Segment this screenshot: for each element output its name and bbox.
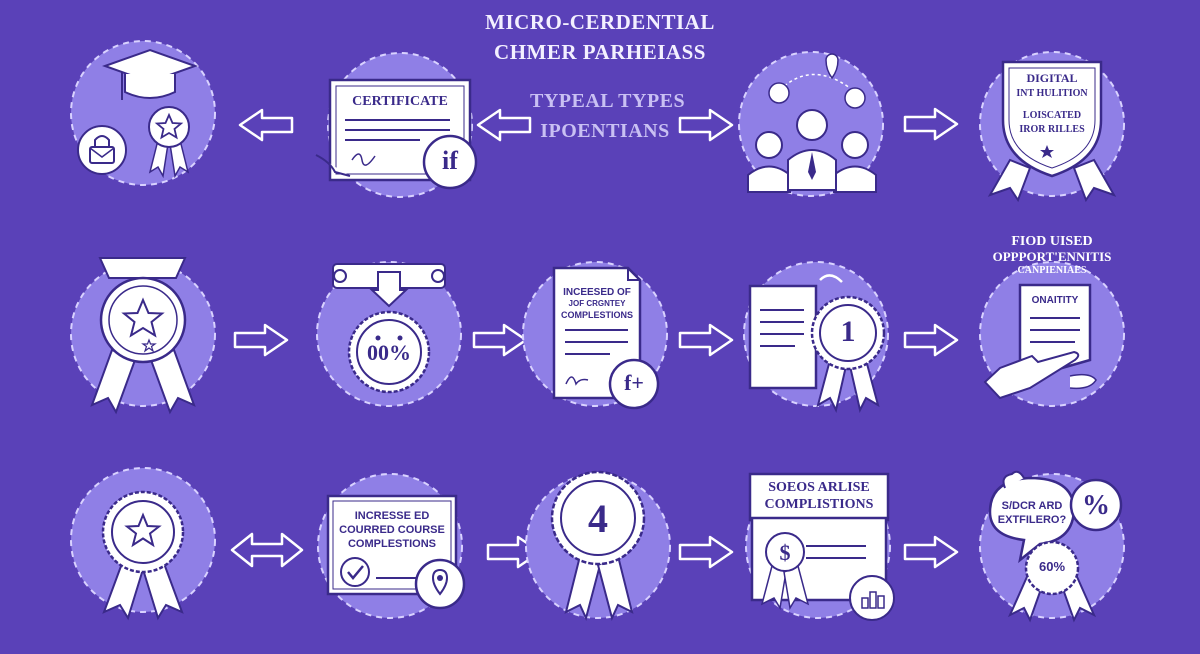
dollar-medal-icon [760,532,810,611]
course-completions-certificate-node [317,473,466,619]
certificate-title: CERTIFICATE [352,94,448,109]
course-doc-line3: COMPLESTIONS [347,538,436,550]
location-pin-icon [414,558,466,610]
medal-icon [347,310,431,394]
digital-shield-node [979,51,1125,203]
completions-doc-line1: INCEESED OF [563,287,631,298]
arrow-right [903,107,959,141]
diagram-title-line2: CHMER PARHEIASS [494,40,706,64]
middle-label-line2: IPOENTIANS [540,120,670,142]
course-doc-line2: COURRED COURSE [339,524,445,536]
opportunities-line3: CANPIENIAES [1017,265,1087,276]
certificate-badge-text: if [442,146,458,175]
completions-doc-line3: COMPLESTIONS [560,310,633,320]
diagram-title-line1: MICRO-CERDENTIAL [485,10,715,34]
double-arrow [230,532,304,568]
shield-line1: DIGITAL [1026,71,1078,85]
shield-line2: INT HULITION [1016,88,1088,99]
percent-symbol: % [1082,490,1110,521]
course-doc-line1: INCRESSE ED [354,510,430,522]
percent-medal-node [316,261,462,407]
shield-line4: IROR RILLES [1019,124,1085,135]
salary-bubble-node [979,470,1125,623]
pointing-hand-icon [983,350,1080,400]
bubble-line1: S/DCR ARD [1001,500,1063,512]
star-rosette-node [70,467,216,621]
opportunities-line1: FIOD UISED [1011,234,1093,249]
opportunities-doc-label: ONAITITY [1031,295,1079,306]
bar-chart-icon [849,575,895,621]
person-icon-left [747,131,791,193]
arrow-right [903,323,959,357]
award-number-4: 4 [588,496,608,541]
completions-doc-line2: JOF CRGNTEY [568,299,626,308]
opportunities-node [979,261,1125,407]
bubble-line2: EXTFILERO? [997,514,1067,526]
award-doc-node [743,261,889,413]
person-icon-center [787,109,837,191]
lock-badge-icon [77,125,127,175]
ribbon-banner-icon [332,263,446,308]
badge-text: 60% [1038,559,1066,574]
people-network-node [738,51,884,197]
arrow-right [903,535,959,569]
shield-line3: LOISCATED [1022,110,1082,121]
middle-label-line1: TYPEAL TYPES [530,90,686,112]
course-completions-doc-node [522,261,668,410]
arrow-right [678,535,734,569]
arrow-right [472,323,528,357]
banner-line1: SOEOS ARLISE [768,480,870,495]
checkmark-icon [340,557,370,587]
star-medal-icon [148,106,190,179]
arrow-right [678,323,734,357]
award-number-1: 1 [840,315,856,348]
dollar-symbol: $ [779,540,791,565]
certificate-node [315,52,478,198]
percent-bubble-icon [1069,478,1123,532]
location-pin-icon [825,53,839,80]
graduation-credentials-node [70,40,216,186]
graduation-cap-icon [102,48,198,100]
number-award-node [525,470,671,621]
arrow-right [233,323,289,357]
star-badge-node [70,257,216,415]
dollar-certificate-node [745,472,895,621]
arrow-left [238,108,294,142]
opportunities-line2: OPPPORT'ENNITIS [992,249,1112,264]
banner-line2: COMPLISTIONS [764,497,874,512]
completions-doc-badge: f+ [624,370,644,395]
medal-value: 00% [367,340,411,365]
